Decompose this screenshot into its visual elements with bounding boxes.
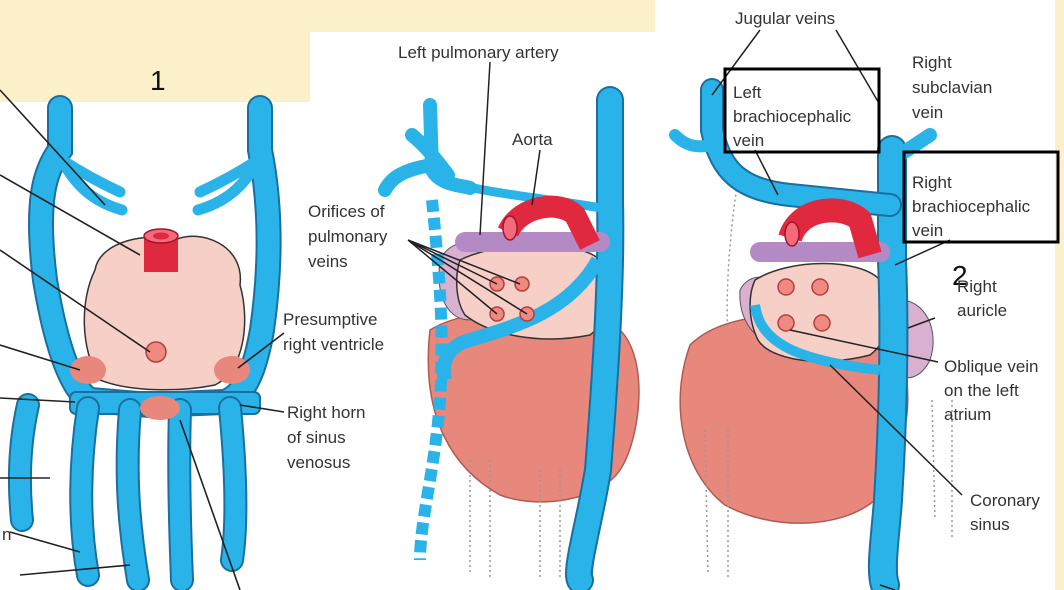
label-jugular-veins: Jugular veins [735, 9, 835, 28]
right-brachiocephalic-highlight-box [902, 150, 1060, 244]
label-presumptive-rv-line2: right ventricle [283, 335, 384, 354]
panel1-bulb [140, 396, 180, 420]
panel2-orifice-2 [514, 276, 530, 292]
label-right-subclavian-line3: vein [912, 103, 943, 122]
panel2-crossing-vein [455, 180, 617, 215]
label-orifices-line2: pulmonary [308, 227, 388, 246]
label-right-horn-line3: venosus [287, 453, 350, 472]
label-orifices-line3: veins [308, 252, 348, 271]
panel-number-2: 2 [952, 260, 968, 291]
panel1-left-ventricle-bit [70, 356, 106, 384]
panel3-left-brachiocephalic-vein [702, 80, 900, 215]
label-left-brachiocephalic-line1: Left [733, 83, 762, 102]
label-oblique-vein-line3: atrium [944, 405, 991, 424]
label-right-horn-line1: Right horn [287, 403, 365, 422]
label-presumptive-rv-line1: Presumptive [283, 310, 377, 329]
panel2-leader-lines [407, 61, 541, 315]
label-oblique-vein-line2: on the left [944, 381, 1019, 400]
panel3-oblique-vein-of-left-atrium [750, 304, 881, 375]
panel3-aorta-opening [784, 221, 800, 247]
left-brachiocephalic-highlight-box [723, 67, 881, 154]
label-coronary-sinus-line2: sinus [970, 515, 1010, 534]
panel1-right-common-cardinal-vein [139, 97, 280, 416]
panel1-leader-lines [0, 89, 285, 590]
label-oblique-vein-line1: Oblique vein [944, 357, 1039, 376]
label-right-auricle-line1: Right [957, 277, 997, 296]
panel2-sinus-curve [436, 256, 605, 382]
panel2-figure [378, 61, 640, 590]
label-right-subclavian-line1: Right [912, 53, 952, 72]
label-right-subclavian-line2: subclavian [912, 78, 992, 97]
label-aorta: Aorta [512, 130, 553, 149]
panel2-aorta-opening [502, 215, 518, 241]
panel3-orifice-1 [777, 278, 795, 296]
panel3-right-subclavian-vein [885, 128, 937, 167]
label-right-auricle-line2: auricle [957, 301, 1007, 320]
panel3-orifice-2 [811, 278, 829, 296]
label-right-horn-line2: of sinus [287, 428, 346, 447]
panel1-pulmonary-orifice [145, 341, 167, 363]
label-left-brachiocephalic-line3: vein [733, 131, 764, 150]
panel3-superior-vena-cava [869, 137, 907, 590]
label-right-brachiocephalic-line3: vein [912, 221, 943, 240]
label-coronary-sinus-line1: Coronary [970, 491, 1040, 510]
label-left-brachiocephalic-line2: brachiocephalic [733, 107, 852, 126]
panel3-orifice-4 [813, 314, 831, 332]
label-edge-fragment: n [2, 525, 11, 544]
label-right-brachiocephalic-line1: Right [912, 173, 952, 192]
panel1-right-ventricle-bit [214, 356, 250, 384]
panel-number-1: 1 [150, 65, 166, 96]
panel2-right-vein [567, 88, 623, 590]
label-right-brachiocephalic-line2: brachiocephalic [912, 197, 1031, 216]
panel1-descending-veins [10, 395, 246, 590]
label-orifices-line1: Orifices of [308, 202, 385, 221]
panel3-left-subclavian [669, 129, 718, 153]
panel3-orifice-3 [777, 314, 795, 332]
panel3-figure [669, 29, 963, 590]
panel1-figure [0, 89, 285, 590]
panel1-truncus-lumen [153, 232, 169, 240]
label-left-pulmonary-artery: Left pulmonary artery [398, 43, 559, 62]
panel1-right-branches [192, 154, 264, 216]
